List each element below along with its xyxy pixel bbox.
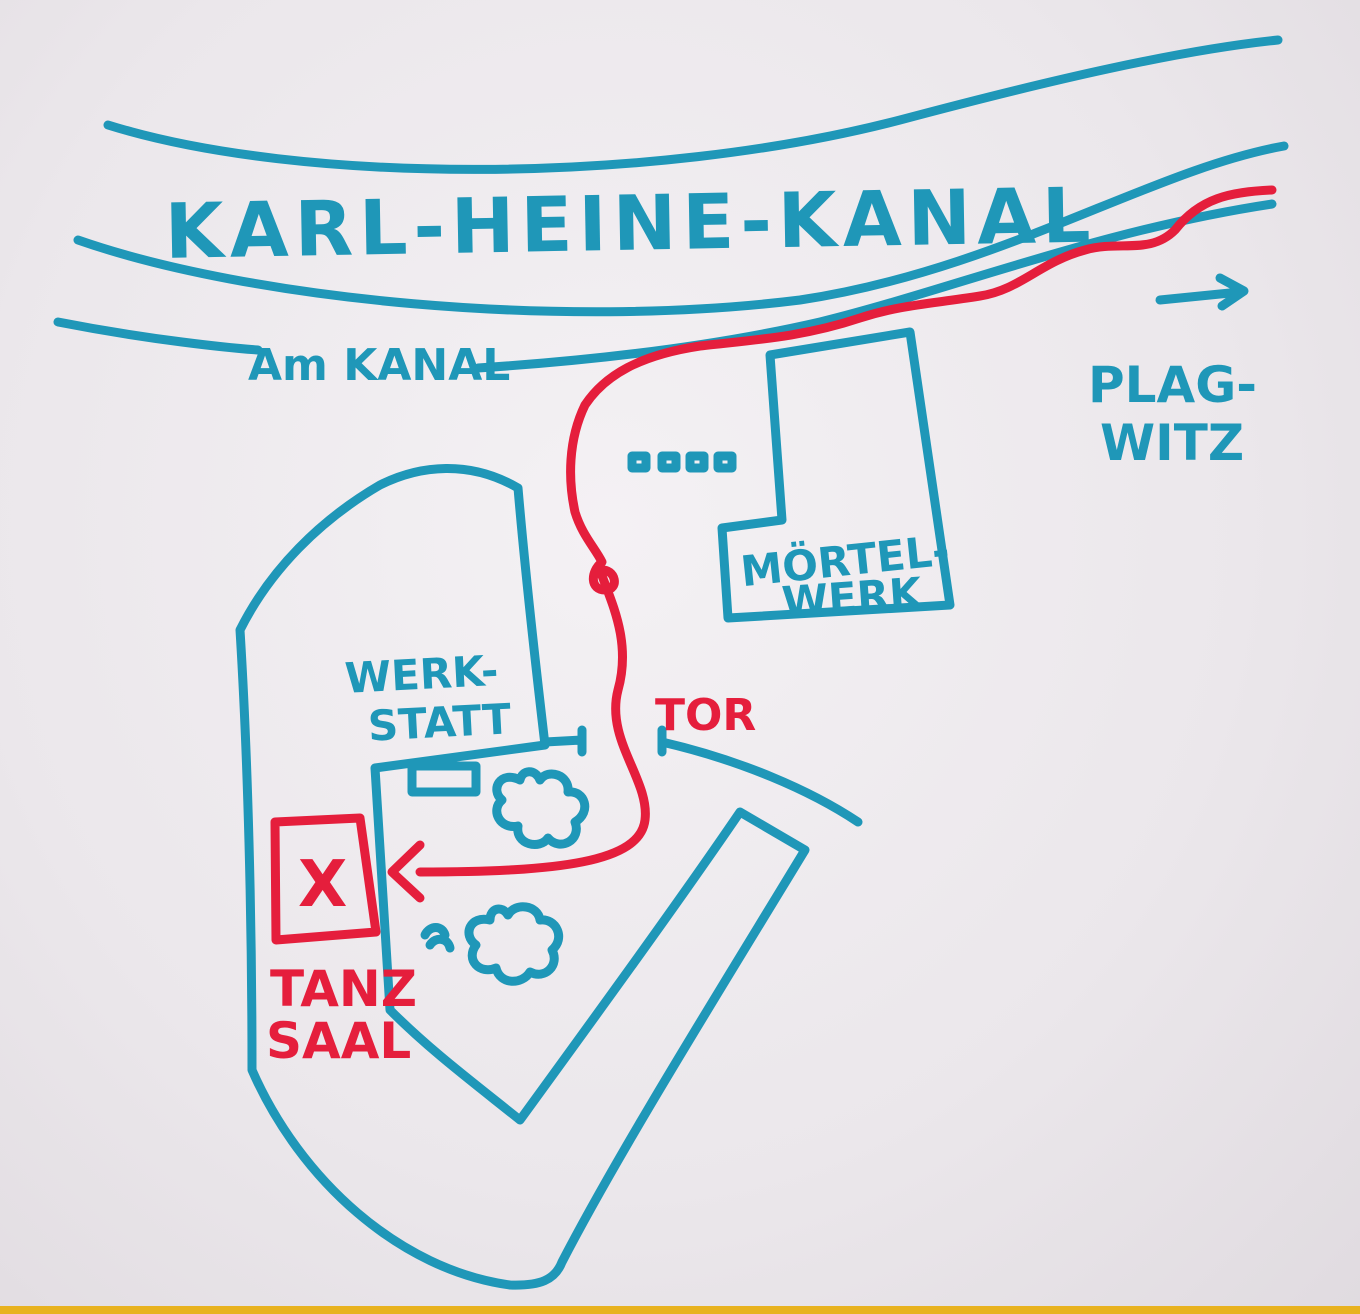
tree-icon	[492, 767, 590, 849]
canal-label: KARL-HEINE-KANAL	[164, 171, 1097, 276]
district-label-line2: WITZ	[1100, 414, 1244, 472]
courtyard-shed	[407, 761, 481, 797]
gate-label: TOR	[655, 690, 756, 741]
destination-marker: X	[298, 848, 347, 922]
arrowhead-icon	[387, 840, 425, 903]
gate-posts	[540, 725, 863, 827]
windows-icon	[627, 451, 737, 473]
building-werkstatt	[235, 464, 810, 1290]
destination-label-line1: TANZ	[270, 960, 417, 1018]
werkstatt-label-line2: STATT	[367, 694, 513, 750]
arrow-right-icon	[1155, 273, 1249, 311]
building-moertelwerk	[717, 327, 955, 623]
street-label: Am KANAL	[248, 340, 510, 391]
canal-south-bank	[73, 141, 1289, 317]
tree-icon	[464, 902, 564, 986]
photo-edge-strip	[0, 1306, 1360, 1314]
street-am-kanal	[53, 199, 1277, 373]
werkstatt-label-line1: WERK-	[344, 646, 500, 703]
destination-label-line2: SAAL	[266, 1012, 411, 1070]
moertelwerk-label-line2: WERK	[780, 568, 924, 627]
x-marker-icon	[270, 813, 381, 945]
bush-icon	[420, 923, 455, 953]
canal-north-bank	[103, 35, 1283, 174]
route-path	[415, 185, 1277, 877]
district-label-line1: PLAG-	[1088, 356, 1257, 414]
